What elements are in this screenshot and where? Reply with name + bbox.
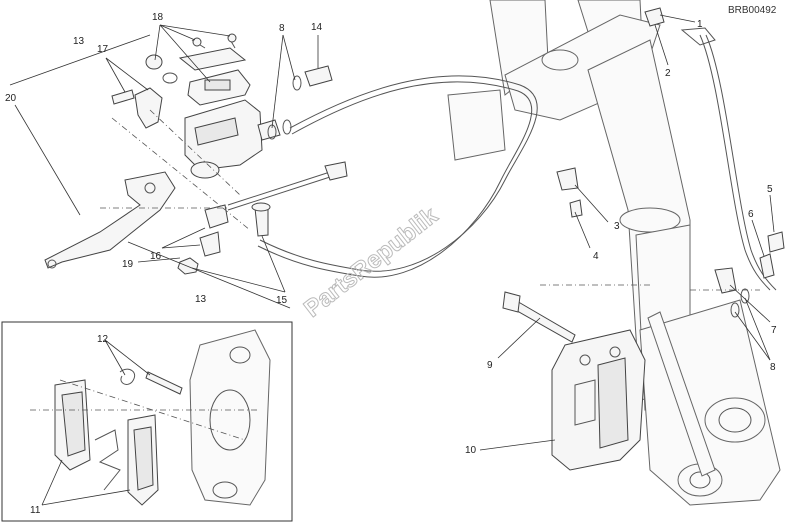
group-brackets xyxy=(9,34,291,309)
callout-4: 4 xyxy=(593,251,599,262)
callout-9: 9 xyxy=(487,360,493,371)
callout-17: 17 xyxy=(97,44,109,55)
brake-caliper xyxy=(502,7,785,471)
callout-5: 5 xyxy=(767,184,773,195)
callout-2: 2 xyxy=(665,68,671,79)
callout-16: 16 xyxy=(150,251,162,262)
callout-12: 12 xyxy=(97,334,109,345)
callout-1: 1 xyxy=(697,19,703,30)
callout-10: 10 xyxy=(465,445,477,456)
callout-leader-lines xyxy=(14,14,775,506)
brake-lever xyxy=(44,161,348,275)
front-fork-assembly xyxy=(447,0,781,506)
diagram-code: BRB00492 xyxy=(728,5,777,16)
callout-20: 20 xyxy=(5,93,17,104)
callout-6: 6 xyxy=(748,209,754,220)
master-cylinder xyxy=(111,33,333,179)
callout-3: 3 xyxy=(614,221,620,232)
callout-7: 7 xyxy=(771,325,777,336)
inset-brake-pads xyxy=(1,321,293,522)
assembly-center-lines xyxy=(30,109,760,441)
callout-15: 15 xyxy=(276,295,288,306)
callout-19: 19 xyxy=(122,259,134,270)
callout-13-top: 13 xyxy=(73,36,85,47)
callout-18: 18 xyxy=(152,12,164,23)
callout-13-bottom: 13 xyxy=(195,294,207,305)
callout-8-right: 8 xyxy=(770,362,776,373)
callout-11: 11 xyxy=(30,505,41,516)
callout-14: 14 xyxy=(311,22,323,33)
callout-8-left: 8 xyxy=(279,23,285,34)
